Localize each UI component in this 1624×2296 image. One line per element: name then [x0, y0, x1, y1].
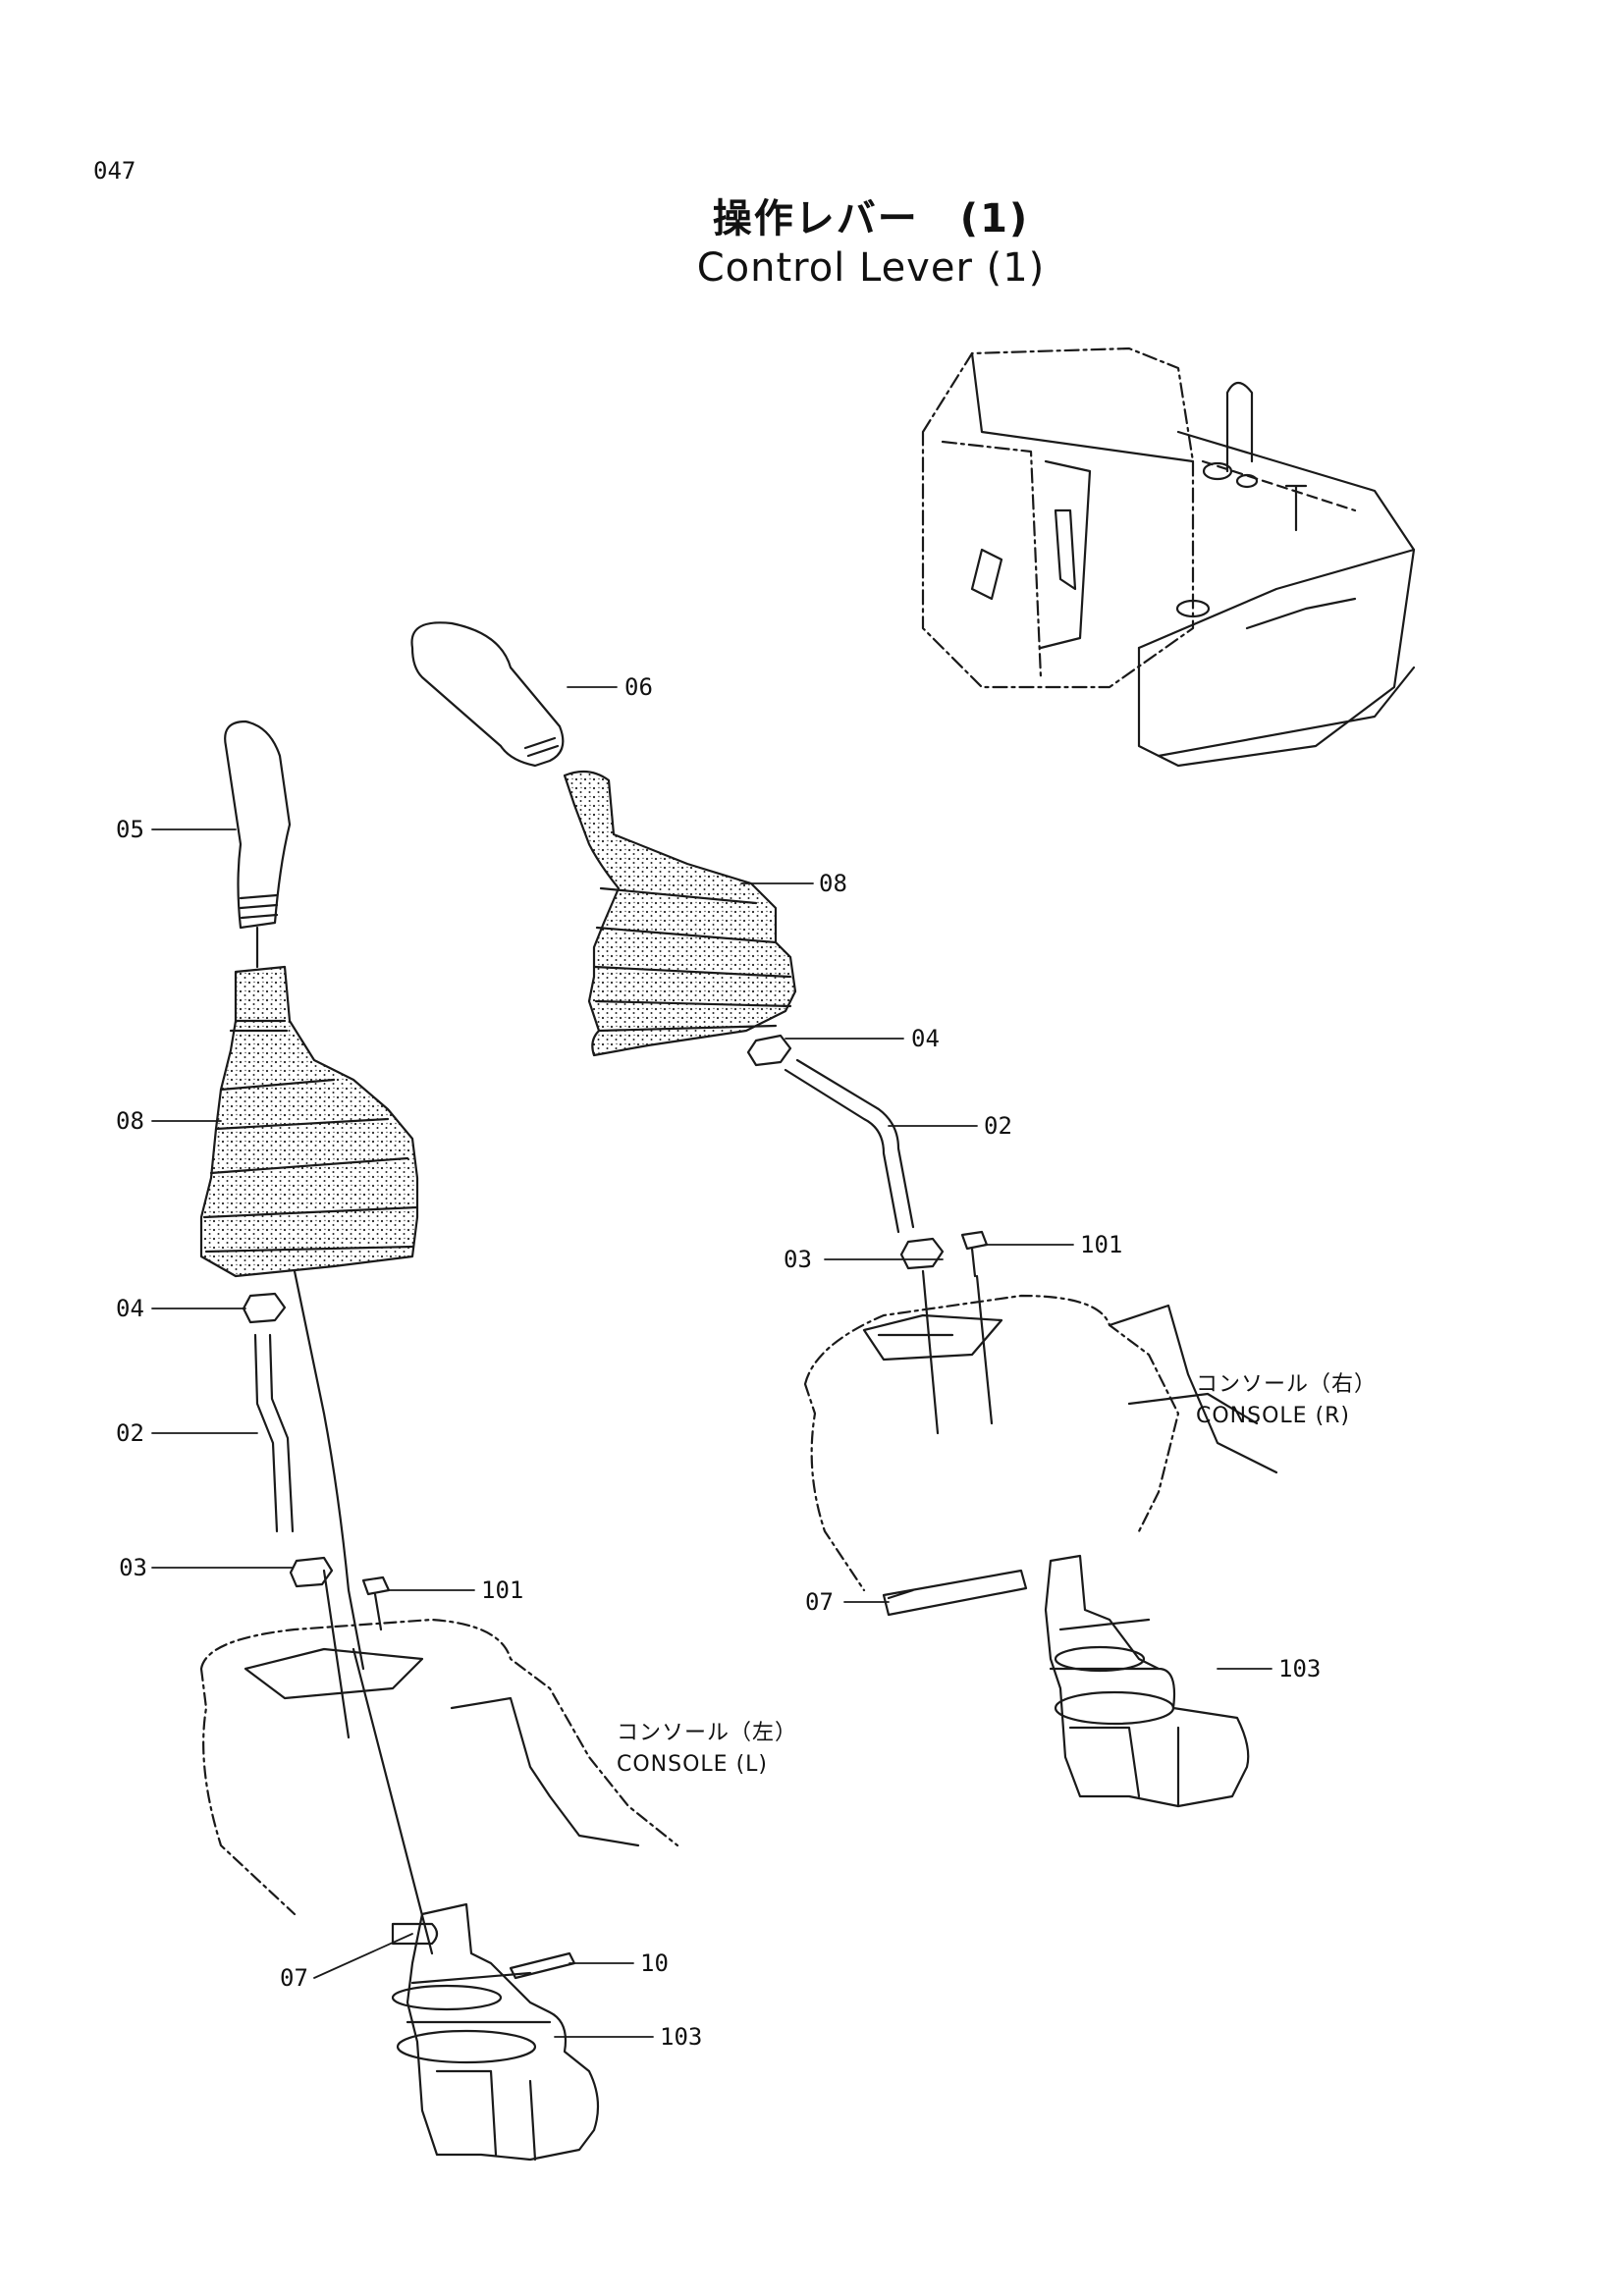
console-right-body	[803, 1294, 1180, 1592]
callout-02-right: 02	[984, 1112, 1012, 1140]
callout-103-right: 103	[1278, 1655, 1321, 1682]
callout-08-left: 08	[116, 1107, 144, 1135]
console-left-label: コンソール（左） CONSOLE (L)	[617, 1718, 797, 1781]
callout-03-right: 03	[784, 1246, 812, 1273]
right-lever-assembly	[410, 621, 1278, 1808]
part-04-nut-right	[746, 1034, 792, 1067]
callout-04-left: 04	[116, 1295, 144, 1322]
part-101-bolt-right	[960, 1230, 989, 1278]
part-05-grip-left	[224, 720, 292, 930]
part-02-rod-right	[784, 1068, 900, 1234]
part-07-cable-tie-right	[882, 1569, 1028, 1617]
console-right-label: コンソール（右） CONSOLE (R)	[1196, 1369, 1377, 1432]
callout-10: 10	[640, 1949, 669, 1977]
part-08-boot-right	[563, 770, 797, 1057]
callout-06: 06	[624, 673, 653, 701]
callout-02-left: 02	[116, 1419, 144, 1447]
excavator-overview-illustration	[921, 347, 1416, 768]
callout-07-left: 07	[280, 1964, 308, 1992]
callout-labels: 06 05 08 04 08 02 03 101 04 02 03 101 07…	[116, 673, 1321, 2051]
part-101-bolt-left	[361, 1575, 391, 1631]
console-left-body	[199, 1618, 679, 1916]
part-08-boot-left	[199, 965, 419, 1278]
callout-08-right: 08	[819, 870, 847, 897]
page-number: 047	[93, 157, 136, 185]
part-03-nut-right	[899, 1237, 945, 1270]
callout-07-right: 07	[805, 1588, 834, 1616]
callout-04-right: 04	[911, 1025, 940, 1052]
console-right-label-ja: コンソール（右）	[1196, 1372, 1378, 1397]
title-english: Control Lever (1)	[696, 245, 1046, 291]
part-06-grip-right	[410, 621, 565, 768]
console-left-label-ja: コンソール（左）	[617, 1721, 798, 1745]
part-103-pilot-valve-right	[1044, 1554, 1250, 1808]
callout-101-right: 101	[1080, 1231, 1122, 1258]
callout-103-left: 103	[660, 2023, 702, 2051]
part-04-nut-left	[242, 1292, 287, 1324]
callout-03-left: 03	[119, 1554, 147, 1581]
part-103-pilot-valve-left	[406, 1902, 600, 2162]
console-right-label-en: CONSOLE (R)	[1196, 1404, 1351, 1428]
console-left-label-en: CONSOLE (L)	[617, 1752, 768, 1777]
left-lever-assembly	[199, 720, 679, 2162]
callout-leader-lines	[151, 686, 1272, 2038]
part-07-cable-tie-left	[391, 1922, 439, 1946]
part-02-rod-left	[253, 1333, 295, 1533]
callout-05: 05	[116, 816, 144, 843]
part-03-nut-left	[289, 1556, 334, 1588]
callout-101-left: 101	[481, 1576, 523, 1604]
title-japanese: 操作レバー (1)	[712, 196, 1030, 241]
